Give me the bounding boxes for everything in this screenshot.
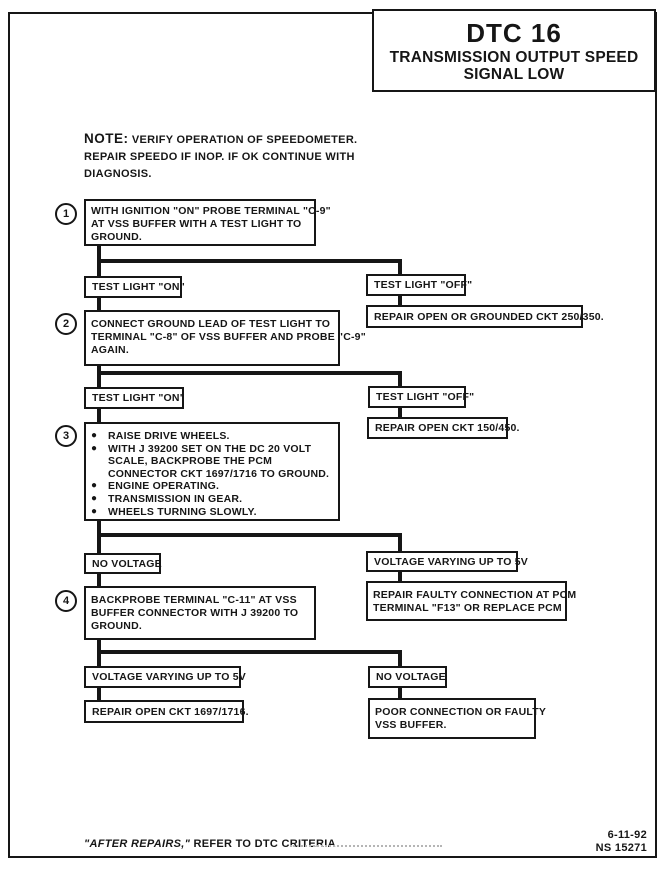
connector-line	[398, 572, 402, 582]
step-1-box: WITH IGNITION "ON" PROBE TERMINAL "C-9" …	[84, 199, 331, 246]
footer-date: 6-11-92	[607, 829, 647, 841]
branch-4-right-result-box: POOR CONNECTION OR FAULTY VSS BUFFER.	[368, 698, 547, 739]
footer-doc-info: 6-11-92 NS 15271	[596, 829, 647, 855]
step-2-line-2: TERMINAL "C-8" OF VSS BUFFER AND PROBE "…	[91, 331, 366, 343]
note-label: NOTE:	[84, 131, 129, 146]
connector-line	[398, 408, 402, 417]
footer-note: "AFTER REPAIRS," REFER TO DTC CRITERIA	[84, 838, 336, 850]
connector-line	[398, 259, 402, 276]
branch-1-left-label: TEST LIGHT "ON"	[84, 276, 185, 298]
title-subtitle-line2: SIGNAL LOW	[463, 66, 565, 83]
branch-4-right-label: NO VOLTAGE	[368, 666, 447, 688]
bullet-icon: ●	[91, 430, 98, 441]
step-1-line-1: WITH IGNITION "ON" PROBE TERMINAL "C-9"	[91, 205, 331, 217]
connector-line	[97, 533, 402, 537]
branch-3-right-result-box: REPAIR FAULTY CONNECTION AT PCM TERMINAL…	[366, 581, 577, 621]
note-line-1: NOTE: VERIFY OPERATION OF SPEEDOMETER.	[84, 130, 384, 149]
bullet-icon: ●	[91, 505, 98, 517]
connector-line	[97, 259, 402, 263]
step-3-bullet-1: RAISE DRIVE WHEELS.	[108, 430, 230, 442]
step-3-bullet-row: ● WITH J 39200 SET ON THE DC 20 VOLT SCA…	[91, 443, 333, 481]
step-2-box: CONNECT GROUND LEAD OF TEST LIGHT TO TER…	[84, 310, 366, 366]
note-block: NOTE: VERIFY OPERATION OF SPEEDOMETER. R…	[84, 130, 384, 183]
branch-4-right-result-line-1: POOR CONNECTION OR FAULTY	[375, 706, 547, 718]
note-line-2: REPAIR SPEEDO IF INOP. IF OK CONTINUE WI…	[84, 151, 355, 163]
step-3-box: ● RAISE DRIVE WHEELS. ● WITH J 39200 SET…	[84, 422, 340, 521]
step-3-bullet-2: WITH J 39200 SET ON THE DC 20 VOLT SCALE…	[108, 442, 330, 480]
step-3-bullet-row: ● TRANSMISSION IN GEAR.	[91, 493, 333, 506]
step-3-bullet-3: ENGINE OPERATING.	[108, 480, 220, 493]
step-3-bullet-4: TRANSMISSION IN GEAR.	[108, 492, 243, 505]
step-4-box: BACKPROBE TERMINAL "C-11" AT VSS BUFFER …	[84, 586, 316, 640]
branch-1-right-result: REPAIR OPEN OR GROUNDED CKT 250/350.	[366, 305, 604, 328]
branch-1-right-label: TEST LIGHT "OFF"	[366, 274, 472, 296]
bullet-icon: ●	[91, 492, 98, 504]
step-4-line-3: GROUND.	[91, 620, 142, 632]
connector-line	[398, 371, 402, 387]
step-4-number: 4	[55, 590, 77, 612]
connector-line	[97, 371, 402, 375]
step-3-bullet-list: ● RAISE DRIVE WHEELS. ● WITH J 39200 SET…	[91, 430, 333, 518]
branch-3-right-result-line-2: TERMINAL "F13" OR REPLACE PCM	[373, 602, 562, 614]
step-1-line-3: GROUND.	[91, 231, 142, 243]
connector-line	[398, 533, 402, 551]
branch-4-left-label: VOLTAGE VARYING UP TO 5V	[84, 666, 246, 688]
branch-2-left-label: TEST LIGHT "ON"	[84, 387, 185, 409]
step-3-bullet-row: ● WHEELS TURNING SLOWLY.	[91, 506, 333, 519]
connector-line	[97, 366, 101, 387]
note-text-1: VERIFY OPERATION OF SPEEDOMETER.	[131, 134, 358, 146]
step-3-number: 3	[55, 425, 77, 447]
dtc-code: DTC 16	[466, 18, 562, 48]
step-1-line-2: AT VSS BUFFER WITH A TEST LIGHT TO	[91, 218, 302, 230]
footer-doc-number: NS 15271	[595, 842, 647, 854]
step-2-line-1: CONNECT GROUND LEAD OF TEST LIGHT TO	[91, 318, 331, 330]
connector-line	[398, 296, 402, 305]
connector-line	[97, 574, 101, 587]
branch-3-right-label: VOLTAGE VARYING UP TO 5V	[366, 551, 528, 572]
connector-line	[97, 688, 101, 700]
branch-2-right-result: REPAIR OPEN CKT 150/450.	[367, 417, 519, 439]
branch-2-right-label: TEST LIGHT "OFF"	[368, 386, 474, 408]
step-1-number: 1	[55, 203, 77, 225]
page-border	[8, 12, 657, 858]
step-3-bullet-row: ● RAISE DRIVE WHEELS.	[91, 430, 333, 443]
footer-after-repairs: "AFTER REPAIRS,"	[84, 838, 191, 850]
connector-line	[398, 688, 402, 698]
step-2-number: 2	[55, 313, 77, 335]
connector-line	[398, 650, 402, 666]
branch-4-left-result: REPAIR OPEN CKT 1697/1716.	[84, 700, 249, 723]
step-4-line-1: BACKPROBE TERMINAL "C-11" AT VSS	[91, 594, 297, 606]
branch-4-right-result-line-2: VSS BUFFER.	[375, 719, 447, 731]
branch-3-left-label: NO VOLTAGE	[84, 553, 162, 574]
bullet-icon: ●	[91, 480, 98, 492]
step-2-line-3: AGAIN.	[91, 344, 129, 356]
bullet-icon: ●	[91, 442, 98, 454]
connector-line	[97, 409, 101, 422]
title-box: DTC 16 TRANSMISSION OUTPUT SPEED SIGNAL …	[372, 9, 656, 92]
note-line-3: DIAGNOSIS.	[84, 168, 152, 180]
step-4-line-2: BUFFER CONNECTOR WITH J 39200 TO	[91, 607, 299, 619]
branch-3-right-result-line-1: REPAIR FAULTY CONNECTION AT PCM	[373, 589, 577, 601]
step-3-bullet-row: ● ENGINE OPERATING.	[91, 480, 333, 493]
connector-line	[97, 650, 402, 654]
title-subtitle-line1: TRANSMISSION OUTPUT SPEED	[389, 49, 639, 66]
step-3-bullet-5: WHEELS TURNING SLOWLY.	[108, 505, 257, 518]
footer-dotted-rule	[290, 845, 442, 847]
footer-refer-text: REFER TO DTC CRITERIA	[190, 838, 336, 850]
connector-line	[97, 521, 101, 553]
connector-line	[97, 298, 101, 310]
